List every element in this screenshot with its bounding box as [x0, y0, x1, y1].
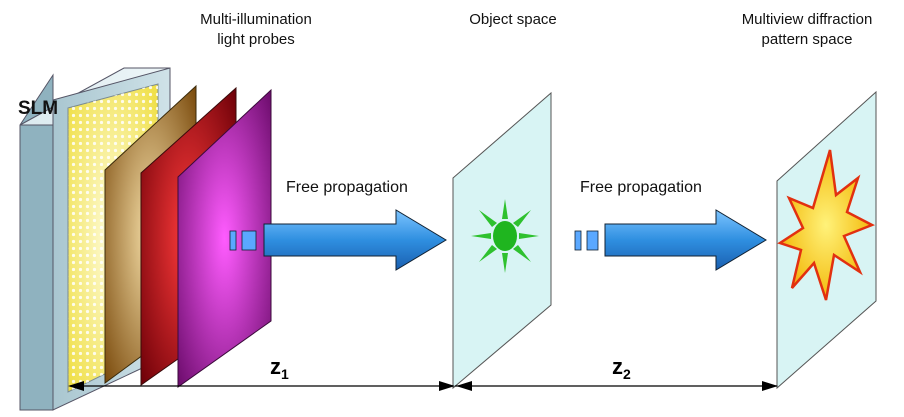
- object-star-ray: [519, 233, 539, 239]
- z2-label-base: z: [612, 354, 623, 379]
- pattern-space-label-line-1: Multiview diffraction: [741, 11, 873, 28]
- free-propagation-label-1: Free propagation: [286, 179, 408, 196]
- arrow-2-dash-a: [574, 230, 582, 251]
- free-propagation-label-2: Free propagation: [580, 179, 702, 196]
- pattern-space-label-line-2: pattern space: [761, 31, 853, 48]
- probes-label-line-1: Multi-illumination: [200, 11, 312, 28]
- object-star-ray: [513, 210, 531, 227]
- object-star-ray: [502, 253, 508, 273]
- object-star-ray: [479, 210, 497, 227]
- arrow-2-body: [604, 209, 767, 271]
- z1-arrowhead-left: [68, 381, 84, 391]
- z2-label-sub: 2: [623, 366, 631, 382]
- arrow-1-dash-a: [229, 230, 237, 251]
- z1-dimension: [68, 381, 455, 391]
- z2-arrowhead-left: [456, 381, 472, 391]
- object-star-ray: [513, 245, 531, 262]
- object-space-label: Object space: [469, 11, 557, 28]
- pattern-space-label: Multiview diffraction pattern space: [712, 10, 902, 50]
- z1-label: z1: [270, 354, 289, 382]
- slm-label: SLM: [18, 98, 59, 119]
- z2-label: z2: [612, 354, 631, 382]
- propagation-arrow-1: [229, 209, 447, 271]
- object-star-ray: [471, 233, 491, 239]
- z1-label-base: z: [270, 354, 281, 379]
- propagation-arrow-2: [574, 209, 767, 271]
- pattern-burst: [777, 149, 876, 301]
- z1-label-sub: 1: [281, 366, 289, 382]
- object-star-ray: [502, 199, 508, 219]
- object-star: [471, 199, 539, 273]
- arrow-1-dash-b: [241, 230, 257, 251]
- probes-label-line-2: light probes: [217, 31, 295, 48]
- probes-label: Multi-illumination light probes: [166, 10, 346, 50]
- z2-arrowhead-right: [762, 381, 778, 391]
- object-star-ray: [479, 245, 497, 262]
- light-probe-3: [177, 88, 272, 388]
- z1-arrowhead-right: [439, 381, 455, 391]
- object-star-core: [493, 221, 517, 251]
- arrow-2-dash-b: [586, 230, 599, 251]
- arrow-1-body: [263, 209, 447, 271]
- z2-dimension: [455, 381, 778, 391]
